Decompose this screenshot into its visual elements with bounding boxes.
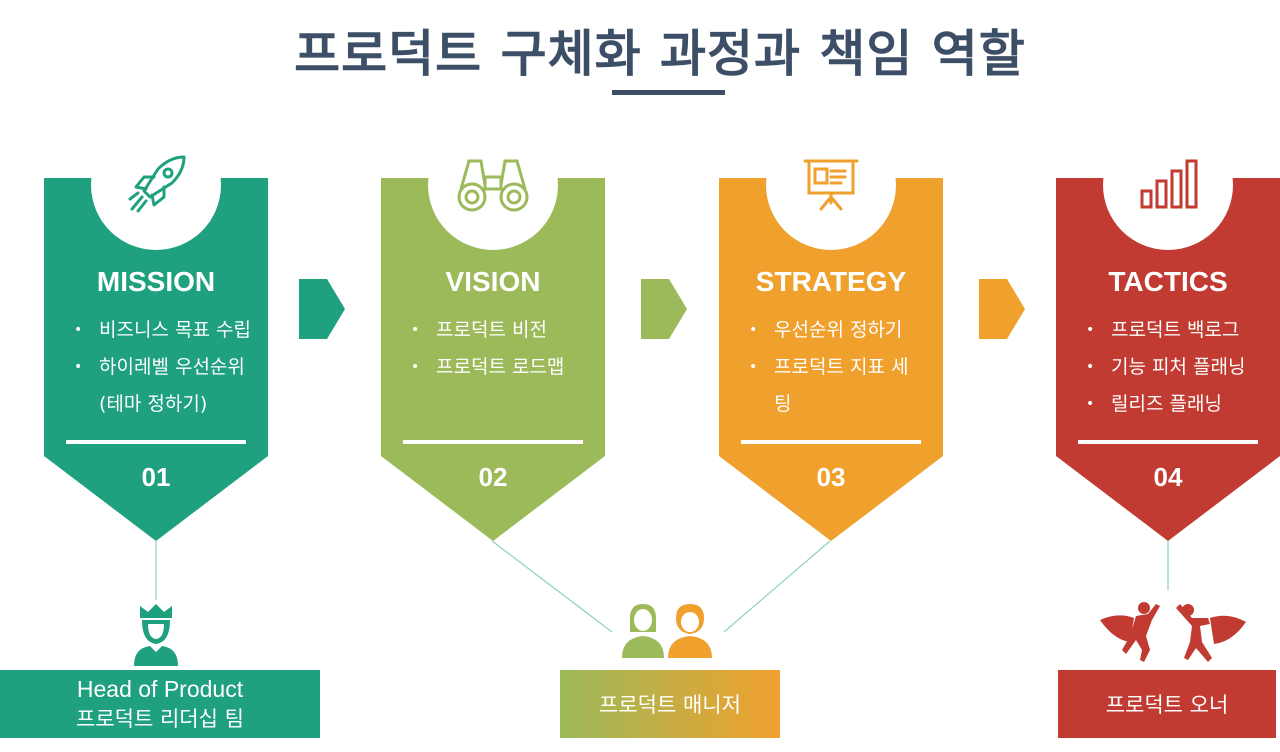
page-title: 프로덕트 구체화 과정과 책임 역할 bbox=[294, 25, 1026, 83]
bullet-item: 비즈니스 목표 수립 bbox=[74, 312, 274, 349]
icon-circle bbox=[91, 120, 221, 250]
card-title: VISION bbox=[445, 266, 541, 297]
superhero-icon bbox=[1100, 602, 1246, 662]
role-head-of-product: Head of Product 프로덕트 리더십 팀 bbox=[0, 670, 320, 738]
bar-chart-icon bbox=[1140, 159, 1198, 209]
role-title: 프로덕트 매니저 bbox=[599, 693, 741, 717]
card-divider bbox=[741, 440, 921, 444]
title-underline bbox=[612, 90, 725, 95]
card-divider bbox=[66, 440, 246, 444]
card-vision: VISION 프로덕트 비전 프로덕트 로드맵 02 bbox=[381, 120, 605, 541]
icon-circle bbox=[766, 120, 896, 250]
card-strategy: STRATEGY 우선순위 정하기 프로덕트 지표 세팅 03 bbox=[719, 120, 943, 541]
card-title: STRATEGY bbox=[755, 266, 907, 297]
two-people-icon bbox=[622, 604, 712, 658]
role-product-owner: 프로덕트 오너 bbox=[1058, 670, 1276, 738]
bullet-item: 프로덕트 비전 bbox=[411, 312, 611, 349]
card-divider bbox=[403, 440, 583, 444]
bullet-item: 프로덕트 로드맵 bbox=[411, 349, 611, 386]
bullet-list: 프로덕트 백로그 기능 피처 플래닝 릴리즈 플래닝 bbox=[1086, 312, 1280, 423]
arrow-1-icon bbox=[299, 279, 345, 339]
bullet-item: 릴리즈 플래닝 bbox=[1086, 386, 1280, 423]
role-subtitle: 프로덕트 리더십 팀 bbox=[76, 707, 244, 731]
role-title: 프로덕트 오너 bbox=[1105, 693, 1229, 717]
card-mission: MISSION 비즈니스 목표 수립 하이레벨 우선순위 (테마 정하기) 01 bbox=[44, 120, 268, 541]
crowned-person-icon bbox=[134, 604, 178, 666]
icon-circle bbox=[1103, 120, 1233, 250]
card-title: TACTICS bbox=[1108, 266, 1228, 297]
bullet-item: 기능 피처 플래닝 bbox=[1086, 349, 1280, 386]
bullet-item: 프로덕트 지표 세팅 bbox=[749, 349, 909, 423]
card-number: 01 bbox=[141, 462, 171, 492]
card-number: 02 bbox=[478, 462, 508, 492]
bullet-item: 하이레벨 우선순위 (테마 정하기) bbox=[74, 349, 269, 423]
bullet-item: 우선순위 정하기 bbox=[749, 312, 949, 349]
role-product-manager: 프로덕트 매니저 bbox=[560, 670, 780, 738]
card-number: 03 bbox=[816, 462, 846, 492]
arrow-2-icon bbox=[641, 279, 687, 339]
rocket-icon bbox=[128, 155, 186, 213]
card-tactics: TACTICS 프로덕트 백로그 기능 피처 플래닝 릴리즈 플래닝 04 bbox=[1056, 120, 1280, 541]
presentation-board-icon bbox=[803, 159, 859, 211]
bullet-list: 프로덕트 비전 프로덕트 로드맵 bbox=[411, 312, 611, 386]
arrow-3-icon bbox=[979, 279, 1025, 339]
card-title: MISSION bbox=[96, 266, 216, 297]
role-title: Head of Product bbox=[76, 676, 244, 702]
bullet-list: 우선순위 정하기 프로덕트 지표 세팅 bbox=[749, 312, 949, 423]
card-divider bbox=[1078, 440, 1258, 444]
bullet-list: 비즈니스 목표 수립 하이레벨 우선순위 (테마 정하기) bbox=[74, 312, 274, 423]
bullet-item: 프로덕트 백로그 bbox=[1086, 312, 1280, 349]
icon-circle bbox=[428, 120, 558, 250]
card-number: 04 bbox=[1153, 462, 1183, 492]
binoculars-icon bbox=[457, 159, 529, 212]
